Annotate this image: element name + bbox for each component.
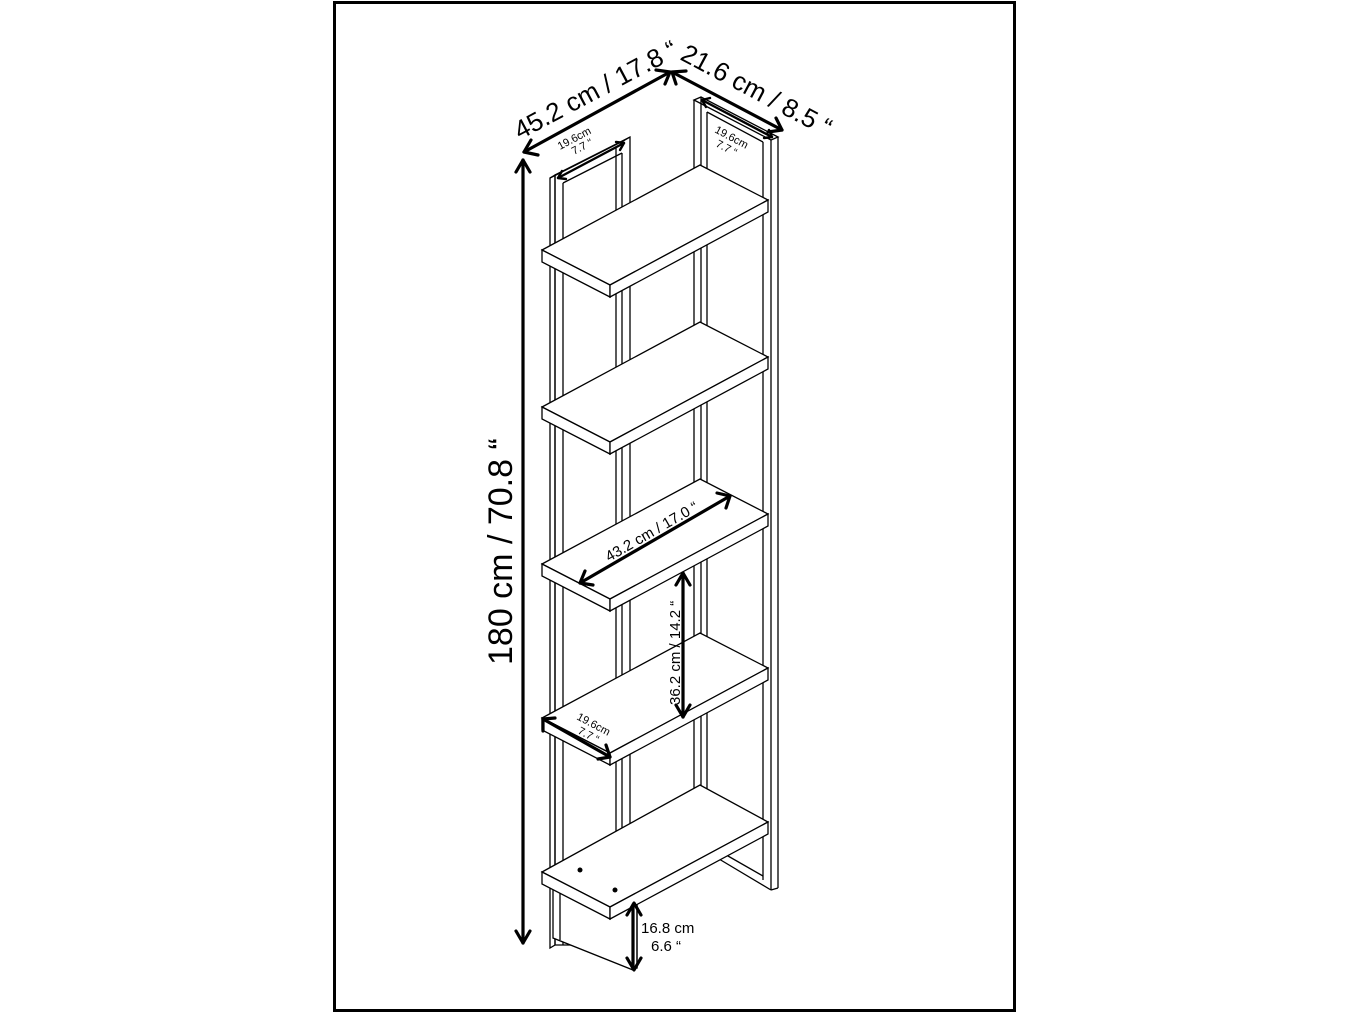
shelf-5-bottom <box>540 784 770 971</box>
shelf-3 <box>540 478 770 613</box>
width-dimension-arrow <box>522 68 672 157</box>
base-height-in: 6.6 “ <box>651 938 681 955</box>
left-frame-width-arrow <box>556 140 626 181</box>
base-height-cm: 16.8 cm <box>641 920 694 937</box>
depth-dimension-arrow <box>670 69 784 134</box>
screw-hole <box>577 867 583 873</box>
shelf-1 <box>540 164 770 299</box>
shelf-depth-arrow <box>541 716 612 761</box>
shelf-length-arrow <box>578 491 732 587</box>
shelf-2 <box>540 321 770 456</box>
base-height-arrow <box>625 901 643 972</box>
height-dimension-arrow <box>514 158 532 945</box>
right-frame-width-arrow <box>700 96 774 140</box>
shelf-spacing-label: 36.2 cm / 14.2 “ <box>667 601 684 705</box>
shelf-4 <box>540 632 770 767</box>
shelf-spacing-arrow <box>674 571 692 719</box>
height-label: 180 cm / 70.8 “ <box>482 438 520 665</box>
screw-hole <box>612 887 618 893</box>
width-label: 45.2 cm / 17.8 “ <box>509 34 683 145</box>
depth-label: 21.6 cm / 8.5 “ <box>676 38 837 143</box>
